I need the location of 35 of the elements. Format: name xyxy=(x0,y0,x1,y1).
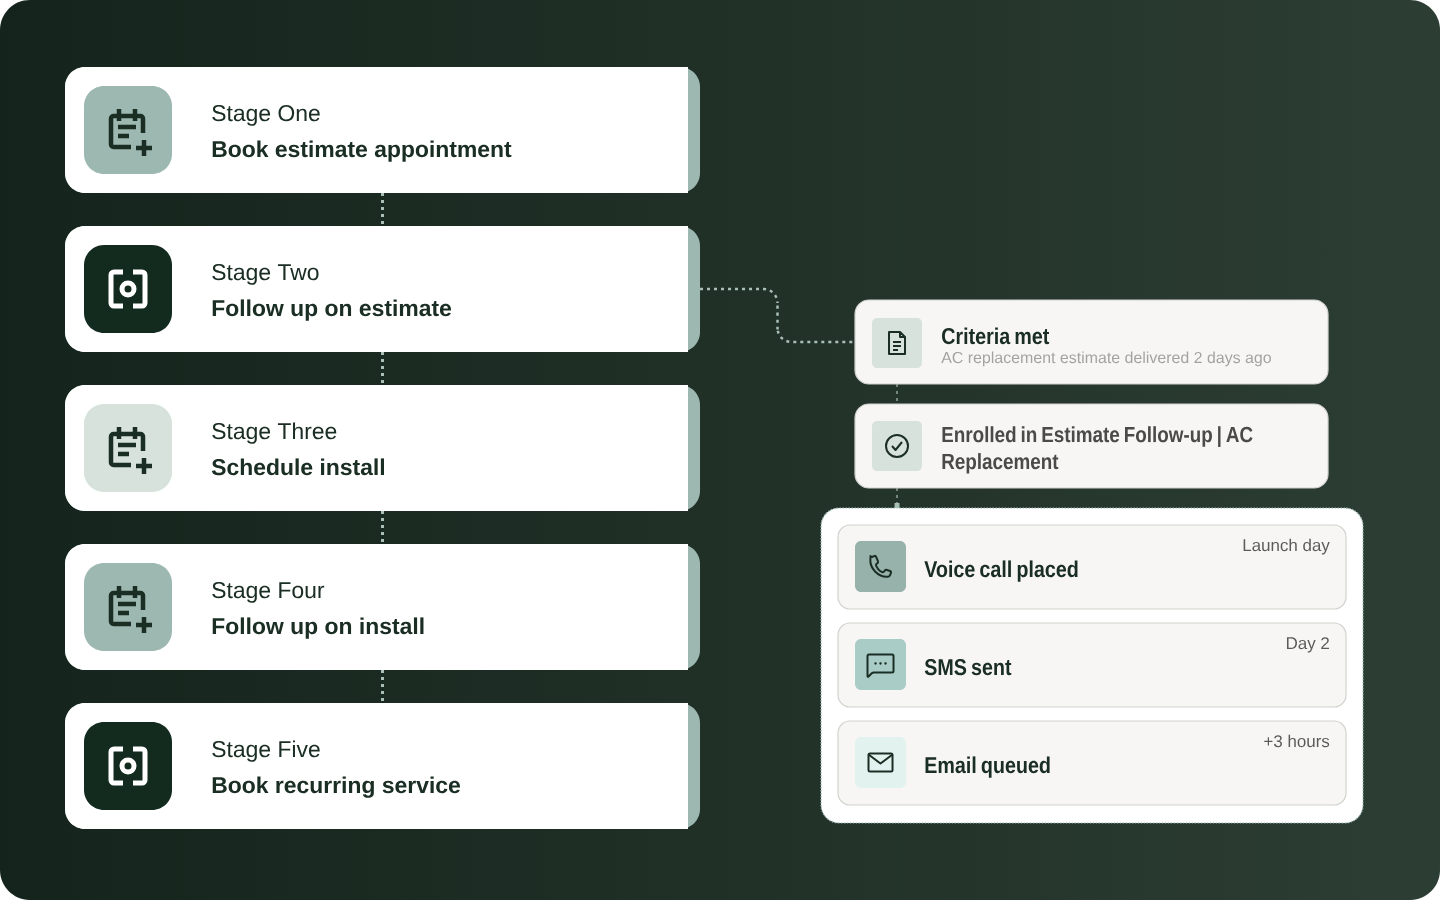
activity-card xyxy=(837,524,1347,610)
connector-line xyxy=(381,670,384,703)
status-card xyxy=(854,403,1329,489)
card-subtext: AC replacement estimate delivered 2 days ago xyxy=(941,351,1271,367)
connector-line xyxy=(381,352,384,385)
status-text: Enrolled in Estimate Follow-up | AC Replacement xyxy=(942,426,1253,474)
stage-label: Stage Five xyxy=(212,740,320,762)
stage-card xyxy=(65,226,700,352)
timestamp: +3 hours xyxy=(1264,734,1330,748)
timestamp: Day 2 xyxy=(1286,637,1329,653)
criteria-card xyxy=(854,299,1329,385)
stage-card xyxy=(65,544,700,670)
activity-title: Email queued xyxy=(925,756,1050,778)
activity-card xyxy=(837,622,1347,708)
stage-label: Stage Four xyxy=(212,582,325,603)
activity-title: Voice call placed xyxy=(924,560,1078,582)
stage-title: Follow up on estimate xyxy=(212,299,452,321)
connector-line xyxy=(700,287,855,344)
connector-line xyxy=(894,487,900,508)
card-heading: Criteria met xyxy=(942,327,1050,345)
connector-line xyxy=(381,193,384,226)
stage-title: Schedule install xyxy=(211,458,385,476)
stage-title: Book estimate appointment xyxy=(212,140,512,162)
stage-title: Book recurring service xyxy=(212,776,460,798)
stage-title: Follow up on install xyxy=(212,617,424,639)
timestamp: Launch day xyxy=(1243,538,1330,555)
stage-card xyxy=(65,385,700,511)
connector-line xyxy=(381,511,384,544)
stage-label: Stage One xyxy=(212,105,320,126)
stage-label: Stage Two xyxy=(212,264,319,285)
activity-title: SMS sent xyxy=(924,659,1012,676)
activity-card xyxy=(837,720,1347,806)
stage-label: Stage Three xyxy=(212,422,337,444)
stage-card xyxy=(65,67,700,193)
stage-card xyxy=(65,703,700,829)
